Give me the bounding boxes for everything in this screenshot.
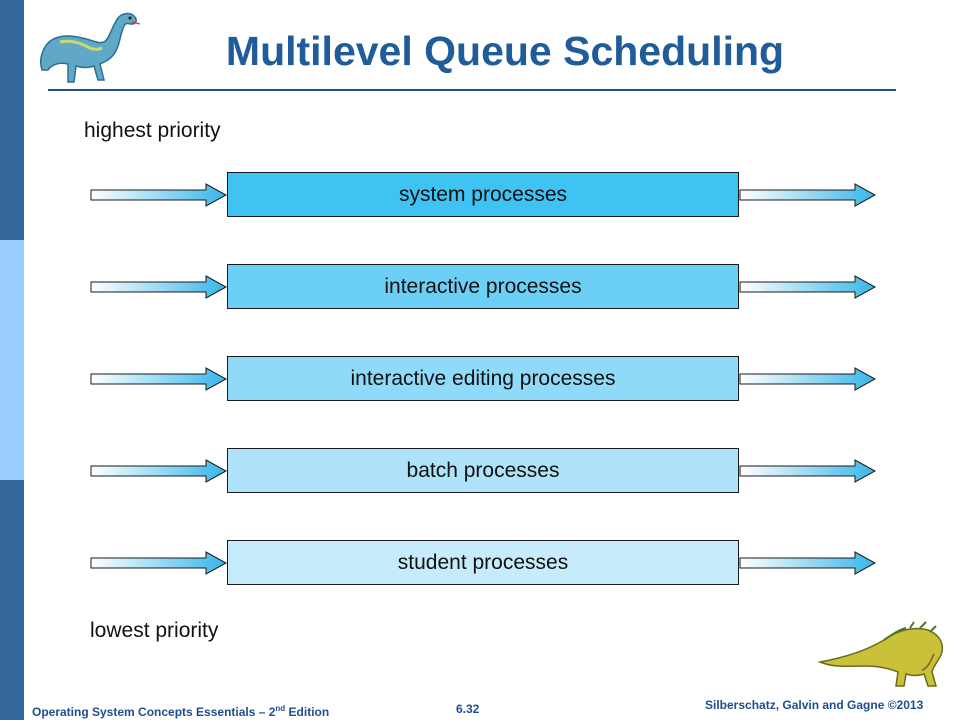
queue-label: system processes [398, 182, 568, 206]
outgoing-arrow [739, 183, 877, 207]
queue-label: batch processes [406, 458, 560, 482]
incoming-arrow [90, 459, 228, 483]
sidebar-segment-top [0, 0, 24, 240]
queue-batch-processes: batch processes [227, 448, 739, 493]
queue-interactive-processes: interactive processes [227, 264, 739, 309]
sidebar-segment-middle [0, 240, 24, 480]
queue-label: student processes [397, 550, 569, 574]
dinosaur-icon [40, 12, 141, 83]
outgoing-arrow [739, 275, 877, 299]
slide-title: Multilevel Queue Scheduling [225, 28, 785, 74]
queue-student-processes: student processes [227, 540, 739, 585]
incoming-arrow [90, 551, 228, 575]
queue-label: interactive editing processes [350, 366, 616, 390]
footer-course-suffix: Edition [285, 705, 330, 719]
footer-course-sup: nd [275, 704, 286, 713]
outgoing-arrow [739, 459, 877, 483]
footer-course: Operating System Concepts Essentials – 2… [32, 701, 329, 720]
queue-interactive-editing-processes: interactive editing processes [227, 356, 739, 401]
incoming-arrow [90, 183, 228, 207]
incoming-arrow [90, 275, 228, 299]
queue-system-processes: system processes [227, 172, 739, 217]
sidebar-segment-bottom [0, 480, 24, 720]
highest-priority-label: highest priority [84, 119, 221, 142]
footer-page-number: 6.32 [456, 702, 480, 716]
sidebar-stripe [0, 0, 24, 720]
queue-label: interactive processes [384, 274, 582, 298]
footer-copyright: Silberschatz, Galvin and Gagne ©2013 [705, 698, 924, 712]
dinosaur-icon [818, 621, 944, 687]
footer-course-prefix: Operating System Concepts Essentials – 2 [32, 705, 276, 719]
lowest-priority-label: lowest priority [90, 619, 219, 642]
outgoing-arrow [739, 367, 877, 391]
outgoing-arrow [739, 551, 877, 575]
title-underline [48, 89, 896, 91]
incoming-arrow [90, 367, 228, 391]
